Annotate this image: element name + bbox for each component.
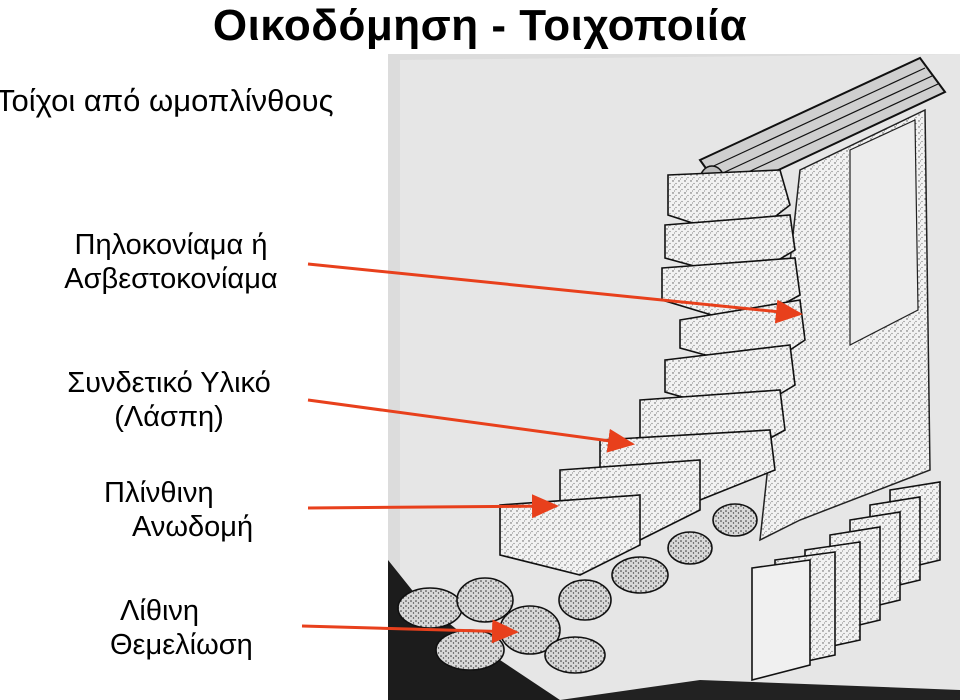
- label-foundation-line2: Θεμελίωση: [110, 628, 253, 662]
- label-plaster-line2: Ασβεστοκονίαμα: [40, 262, 302, 296]
- label-brick-line2: Ανωδομή: [104, 510, 253, 544]
- page-title: Οικοδόμηση - Τοιχοποιία: [0, 0, 960, 52]
- subtitle: Τοίχοι από ωμοπλίνθους: [0, 82, 334, 120]
- label-foundation: Λίθινη Θεμελίωση: [110, 594, 253, 662]
- label-mortar-line2: (Λάσπη): [44, 400, 294, 434]
- label-brick: Πλίνθινη Ανωδομή: [104, 476, 253, 544]
- label-plaster-line1: Πηλοκονίαμα ή: [40, 228, 302, 262]
- label-brick-line1: Πλίνθινη: [104, 476, 253, 510]
- wall-illustration: [388, 54, 960, 700]
- label-mortar-line1: Συνδετικό Υλικό: [44, 366, 294, 400]
- label-mortar: Συνδετικό Υλικό (Λάσπη): [44, 366, 294, 434]
- label-plaster: Πηλοκονίαμα ή Ασβεστοκονίαμα: [40, 228, 302, 296]
- label-foundation-line1: Λίθινη: [110, 594, 253, 628]
